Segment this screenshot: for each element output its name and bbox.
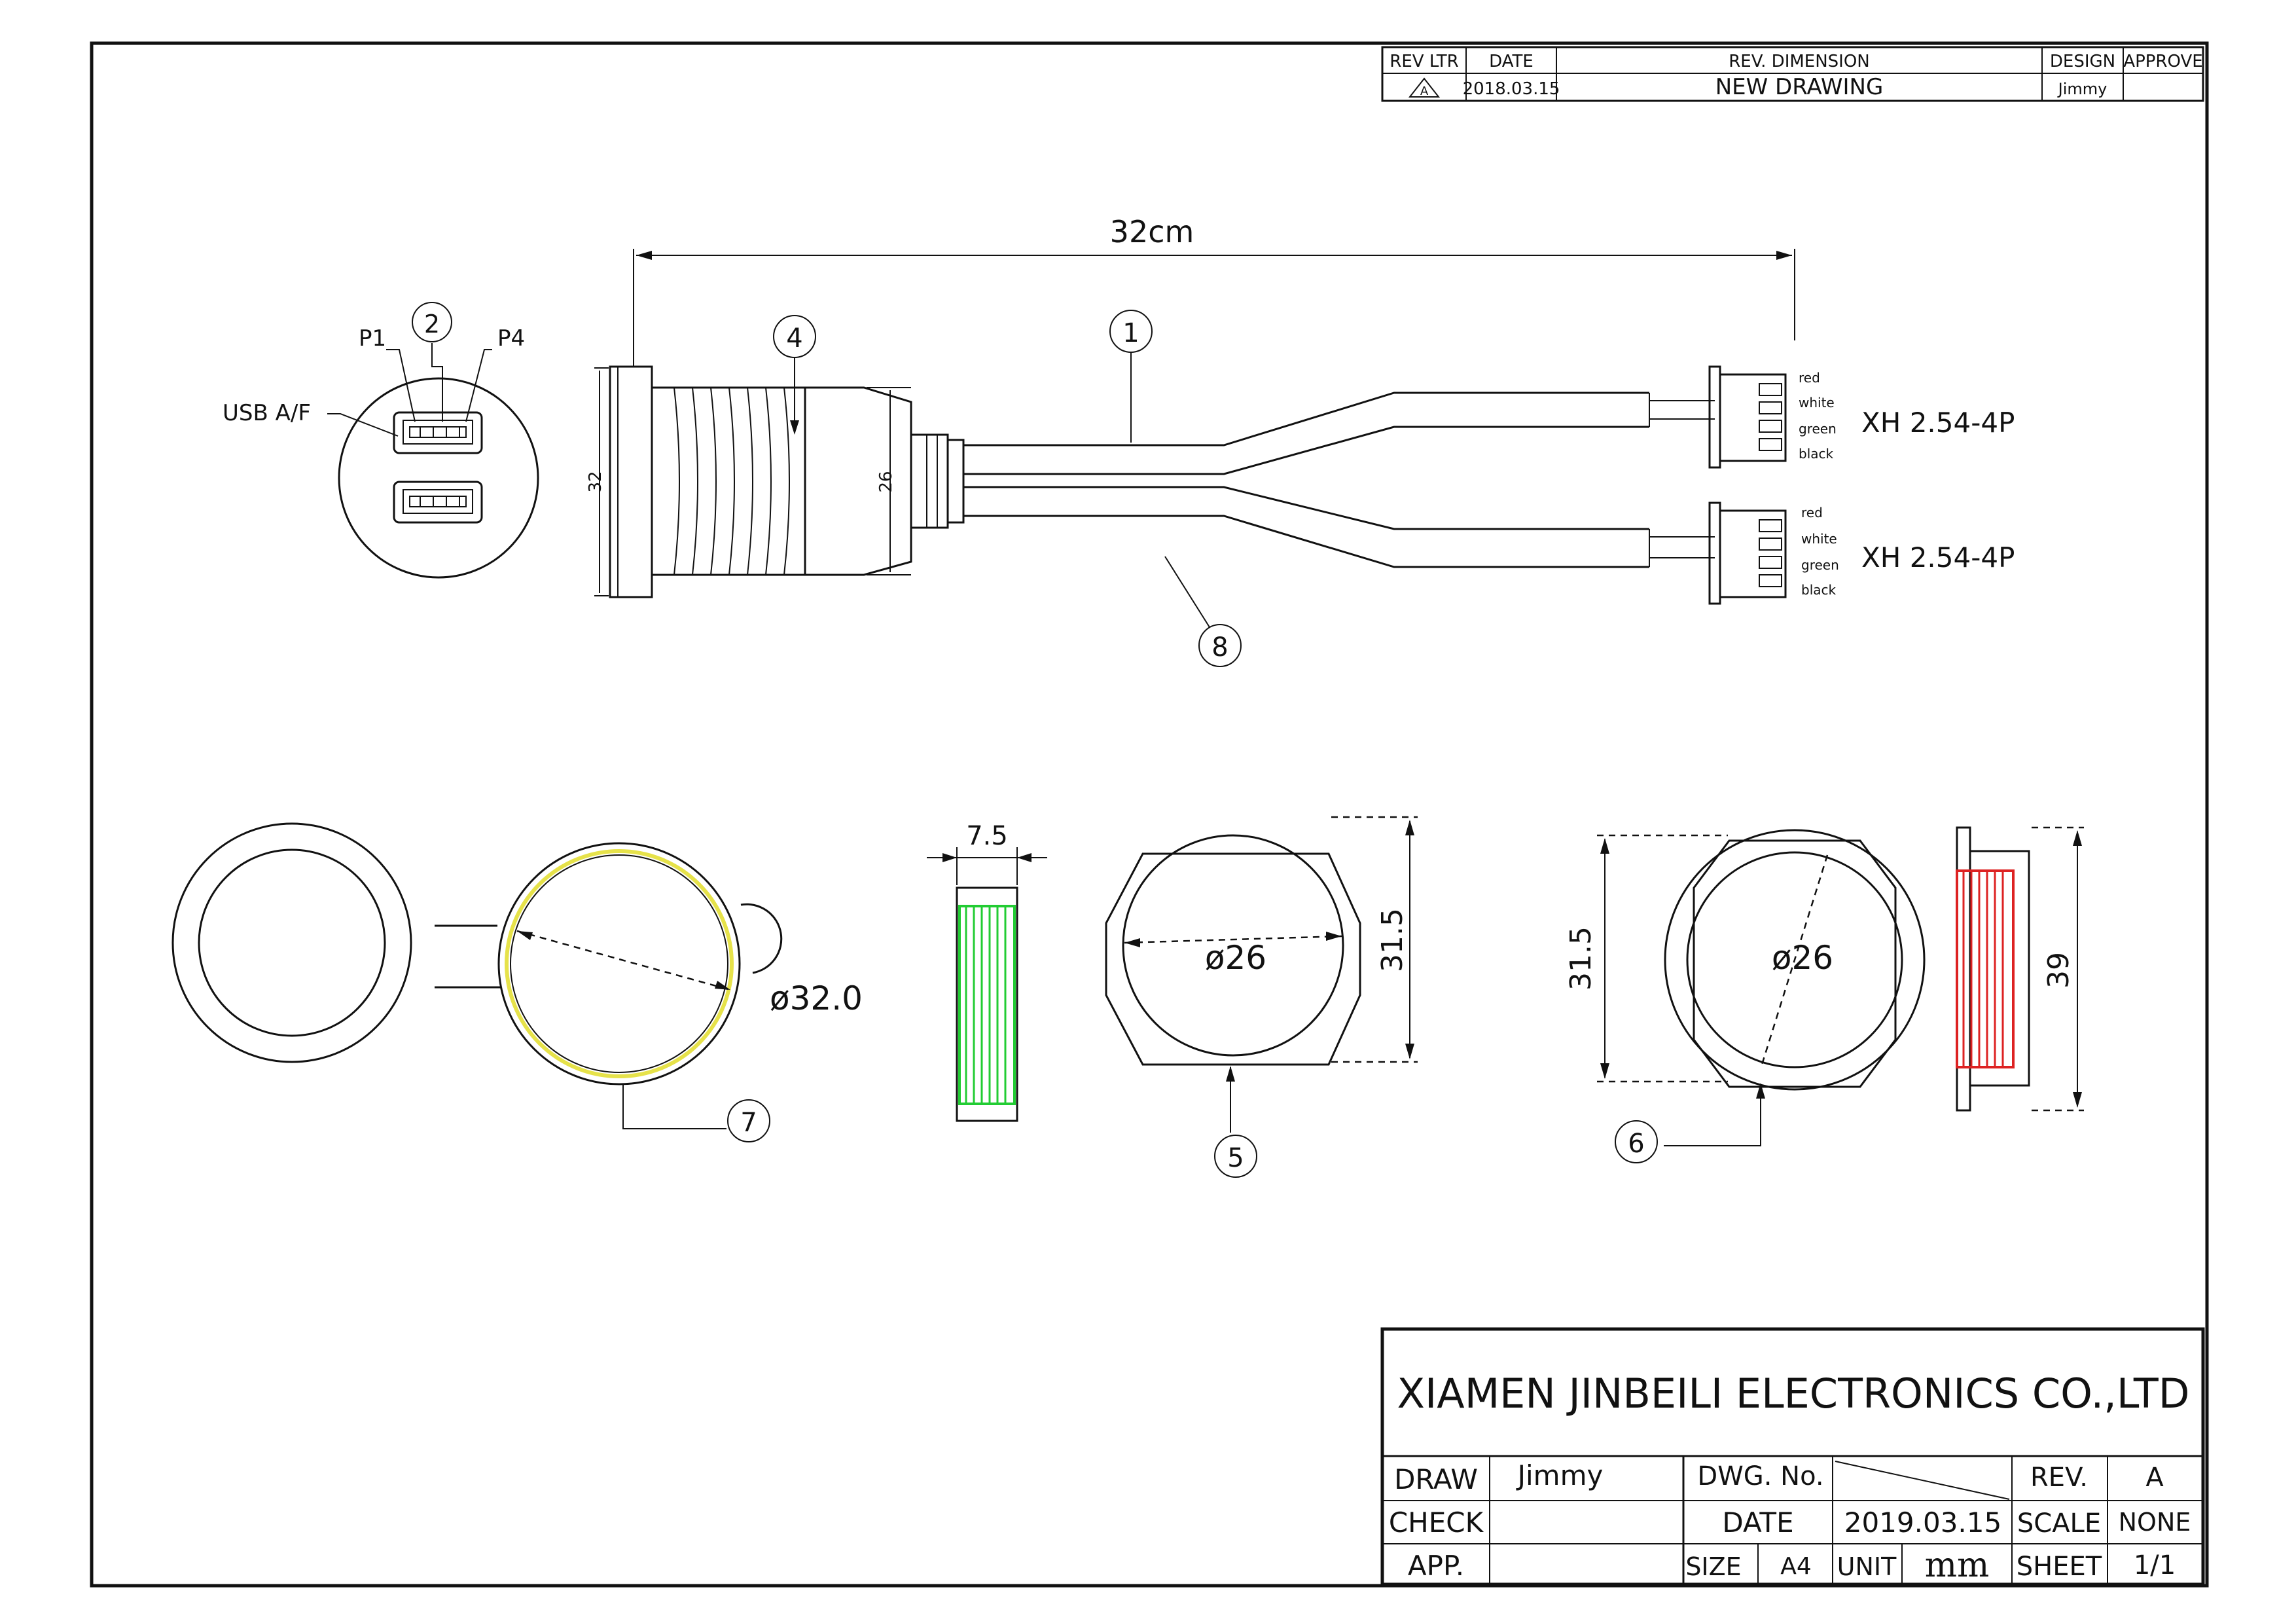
upper-wire-green: green [1799,421,1837,437]
panel-flange [609,365,653,598]
size-label: SIZE [1685,1552,1741,1581]
app-label: APP. [1408,1550,1464,1582]
nut-height-dimension: 26 [876,471,896,492]
cap-detail: ø32.0 7 [171,822,863,1142]
balloon-6 [1615,1120,1658,1163]
thread-width-dimension: 7.5 [966,821,1008,851]
panel-nut-across-flats: 31.5 [1564,926,1598,991]
dwg-label: DWG. No. [1697,1461,1823,1491]
usb-af-label: USB A/F [223,400,311,426]
rev-date-header: DATE [1489,52,1534,71]
usb-front-view: P1 P4 USB A/F 2 [223,302,539,579]
lower-xh-connector: red white green black XH 2.54-4P [1708,501,2015,605]
balloon-5-label: 5 [1227,1143,1244,1173]
panel-height-dimension: 32 [586,471,605,492]
sheet-border [90,41,2209,1588]
size-value: A4 [1780,1553,1812,1580]
upper-wire-white: white [1799,395,1835,410]
overall-length-dimension: 32cm [1110,214,1194,249]
rev-value: A [2145,1463,2164,1493]
upper-cable [963,392,1649,475]
balloon-1 [1109,310,1153,353]
date-value: 2019.03.15 [1844,1506,2001,1539]
usb-port-upper [393,411,483,454]
panel-nut-detail: ø26 31.5 6 [1564,829,1926,1163]
upper-xh-connector: red white green black XH 2.54-4P [1708,365,2015,469]
rev-date-value: 2018.03.15 [1463,79,1560,99]
usb-p1-label: P1 [359,325,386,352]
lower-wire-black: black [1801,582,1837,598]
lower-cable [963,486,1649,568]
scale-label: SCALE [2017,1508,2101,1539]
check-label: CHECK [1389,1506,1484,1539]
draw-value: Jimmy [1516,1459,1604,1491]
balloon-7-label: 7 [740,1108,757,1138]
date-label: DATE [1722,1506,1793,1539]
cap-diameter-dimension: ø32.0 [770,979,863,1017]
rev-ltr-header: REV LTR [1390,52,1458,71]
hex-nut-across-flats: 31.5 [1376,908,1409,972]
sheet-label: SHEET [2017,1552,2102,1582]
company-name: XIAMEN JINBEILI ELECTRONICS CO.,LTD [1397,1370,2190,1417]
sheet-value: 1/1 [2134,1550,2176,1580]
draw-label: DRAW [1394,1463,1478,1495]
panel-nut-diameter: ø26 [1772,939,1833,977]
rear-collar [910,433,949,529]
balloon-1-label: 1 [1122,318,1139,348]
upper-connector-label: XH 2.54-4P [1861,407,2015,439]
thread-side-detail: 7.5 [927,821,1047,1122]
lower-wire-red: red [1801,505,1823,520]
balloon-5 [1214,1135,1257,1178]
lower-wire-white: white [1801,531,1837,547]
cap-inner-ring [505,849,734,1078]
rev-design-header: DESIGN [2050,52,2115,71]
threaded-body [651,386,806,576]
rear-collar-2 [946,439,965,524]
balloon-8 [1198,624,1242,667]
balloon-4-label: 4 [786,323,802,354]
balloon-2 [412,302,452,342]
assembly-view: 32cm 32 26 [223,214,2015,667]
rev-ltr-value: A [1420,84,1429,98]
green-thread-band [958,905,1016,1105]
red-thread-band [1956,869,2015,1068]
usb-p4-label: P4 [497,325,525,352]
usb-port-lower [393,481,483,524]
upper-wire-red: red [1799,370,1820,386]
balloon-7 [727,1099,770,1142]
lower-connector-label: XH 2.54-4P [1861,541,2015,574]
balloon-6-label: 6 [1628,1129,1644,1159]
title-block: XIAMEN JINBEILI ELECTRONICS CO.,LTD DRAW… [1380,1327,2205,1586]
hex-nut-diameter: ø26 [1205,939,1266,977]
rev-approve-header: APPROVE [2123,52,2202,71]
revision-triangle-icon [1408,77,1441,98]
rev-dimension-header: REV. DIMENSION [1729,52,1870,71]
hex-nut-detail: ø26 31.5 5 [1105,816,1418,1178]
socket-height-dimension: 39 [2042,952,2075,989]
balloon-8-label: 8 [1211,632,1228,663]
rev-label: REV. [2030,1463,2088,1493]
revision-block: REV LTR DATE REV. DIMENSION DESIGN APPRO… [1381,46,2204,102]
rev-dimension-value: NEW DRAWING [1715,74,1884,100]
unit-label: UNIT [1837,1552,1897,1581]
balloon-4 [773,315,816,358]
lower-wire-green: green [1801,557,1839,573]
socket-side-detail: 39 [1956,826,2084,1112]
upper-wire-black: black [1799,446,1834,462]
scale-value: NONE [2119,1508,2191,1537]
thread-lines [673,387,790,575]
rev-design-value: Jimmy [2057,80,2108,98]
unit-value: mm [1925,1546,1990,1585]
balloon-2-label: 2 [424,310,440,338]
